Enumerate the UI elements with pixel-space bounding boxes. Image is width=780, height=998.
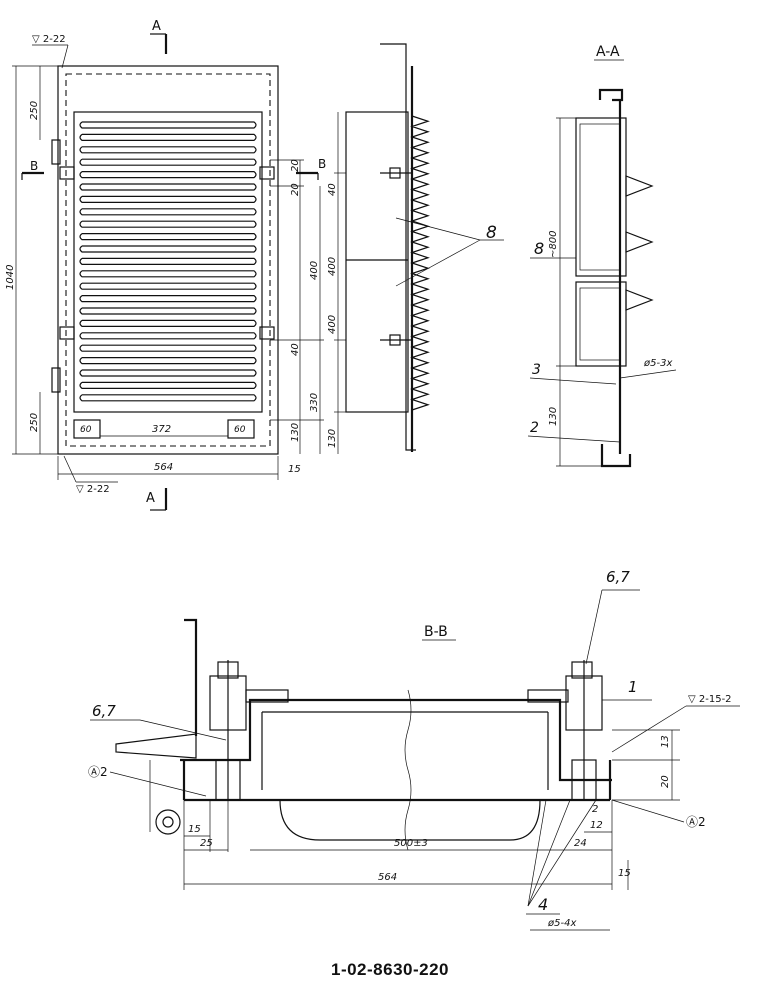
dim-right-130: 130 (290, 423, 301, 442)
section-aa-title: A-A (596, 44, 620, 60)
bb-dim-20: 20 (660, 775, 671, 788)
dim-right-330: 330 (309, 393, 320, 412)
louver-slat (79, 344, 257, 352)
louver-slat (79, 369, 257, 377)
aa-dim-130: 130 (548, 407, 559, 426)
dim-right-20a: 20 (290, 159, 301, 172)
side-callout-8: 8 (486, 223, 497, 243)
aa-callout-3: 3 (532, 362, 541, 378)
side-view: 40 400 400 130 8 (327, 43, 504, 454)
dim-right-400: 400 (309, 261, 320, 280)
louver-slat (79, 307, 257, 315)
section-aa: A-A ~800 130 8 3 2 ø5-3x (527, 44, 677, 468)
section-mark-b-right: B (318, 157, 326, 171)
dim-pad-60-left: 60 (80, 425, 92, 435)
drawing-code: 1-02-8630-220 (330, 960, 450, 979)
aa-hole-note: ø5-3x (643, 358, 672, 369)
front-view: A A B B ▽ 2-22 ▽ 2-22 1040 250 250 20 20… (5, 19, 326, 511)
side-dim-40: 40 (327, 183, 338, 196)
bb-dim-15-left: 15 (188, 824, 201, 835)
dim-gap-15: 15 (288, 464, 301, 475)
louver-slat (79, 245, 257, 253)
aa-callout-8: 8 (534, 239, 544, 258)
bb-dim-564: 564 (378, 872, 397, 883)
dim-bottom-250: 250 (29, 413, 40, 432)
side-dim-400a: 400 (327, 257, 338, 276)
bb-dim-15-right: 15 (618, 868, 631, 879)
bb-callout-67-left: 6,7 (92, 702, 116, 720)
side-dim-130: 130 (327, 429, 338, 448)
louver-slat (79, 220, 257, 228)
louver-slat (79, 208, 257, 216)
louver-slat (79, 121, 257, 129)
bb-dim-2: 2 (592, 804, 598, 815)
bb-callout-67-top: 6,7 (606, 568, 630, 586)
weld-note-top: ▽ 2-22 (32, 34, 66, 45)
dim-width-564: 564 (154, 462, 173, 473)
bb-weld-a2-left: Ⓐ2 (88, 765, 108, 779)
dim-height-total: 1040 (5, 265, 16, 290)
bb-callout-1: 1 (628, 678, 638, 696)
section-mark-b-left: B (30, 159, 38, 173)
dim-pad-60-right: 60 (234, 425, 246, 435)
louver-slat (79, 332, 257, 340)
louver-slat (79, 133, 257, 141)
aa-callout-2: 2 (530, 420, 539, 436)
louver-slat (79, 381, 257, 389)
dim-right-20b: 20 (290, 183, 301, 196)
louver-slat (79, 357, 257, 365)
louver-slat (79, 158, 257, 166)
bb-hole-note: ø5-4x (547, 918, 576, 929)
louver-slat (79, 319, 257, 327)
section-bb: B-B 6,7 6,7 1 (88, 568, 740, 931)
aa-dim-800: ~800 (548, 231, 559, 258)
bb-dim-500: 500±3 (394, 838, 428, 849)
louver-slat (79, 183, 257, 191)
louver-slat (79, 233, 257, 241)
louver-slat (79, 282, 257, 290)
sawtooth-profile (410, 115, 430, 411)
bb-dim-13: 13 (660, 735, 671, 748)
louver-slat (79, 295, 257, 303)
dim-inner-372: 372 (152, 424, 171, 435)
weld-note-bottom: ▽ 2-22 (76, 484, 110, 495)
louver-slat (79, 394, 257, 402)
bb-dim-12: 12 (590, 820, 603, 831)
bb-callout-4: 4 (538, 895, 548, 914)
section-mark-a-top: A (152, 19, 161, 34)
dim-top-250: 250 (29, 101, 40, 120)
louver-slat (79, 171, 257, 179)
section-mark-a-bottom: A (146, 491, 155, 506)
bb-dim-24: 24 (574, 838, 587, 849)
louver-slat (79, 146, 257, 154)
bb-weld-a2-right: Ⓐ2 (686, 815, 706, 829)
bb-weld-right: ▽ 2-15-2 (688, 694, 732, 705)
louver-slat (79, 270, 257, 278)
bb-dim-25: 25 (200, 838, 213, 849)
dim-right-40: 40 (290, 343, 301, 356)
section-bb-title: B-B (424, 624, 448, 640)
side-dim-400b: 400 (327, 315, 338, 334)
louver-slat (79, 195, 257, 203)
louver-slat (79, 257, 257, 265)
